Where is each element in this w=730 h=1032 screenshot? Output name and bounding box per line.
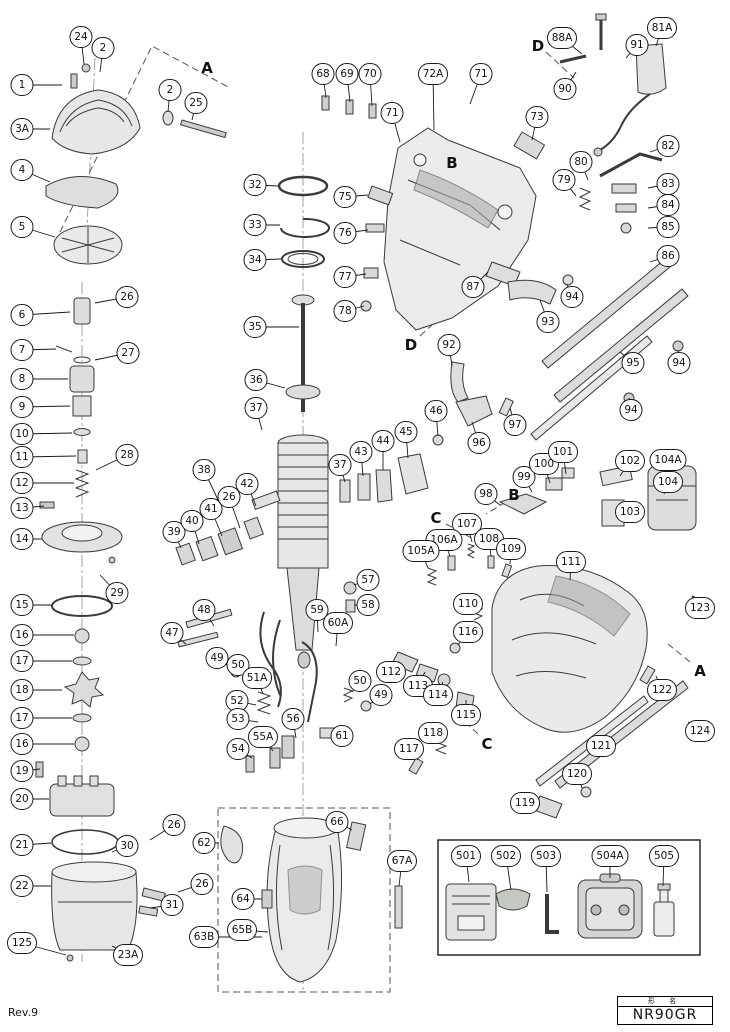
- driver-blade: [285, 294, 321, 412]
- accessories-box: [437, 839, 701, 956]
- fan-and-washers: [63, 628, 105, 752]
- bearing-holder: [41, 521, 123, 564]
- model-name-label: 形 名: [618, 997, 712, 1007]
- guide-rails: [530, 254, 689, 441]
- revision-label: Rev.9: [8, 1006, 39, 1019]
- motor-housing: [51, 861, 166, 962]
- switch-parts: [498, 465, 633, 527]
- charger: [445, 883, 497, 941]
- safety-glasses: [495, 888, 531, 911]
- housing-ring: [51, 829, 119, 855]
- body-housing: [491, 565, 648, 733]
- title-block: 形 名 NR90GR: [617, 996, 713, 1025]
- oil-bottle: [653, 883, 675, 937]
- battery: [647, 465, 697, 531]
- motor-stator: [35, 761, 115, 817]
- hex-wrench: [545, 894, 559, 934]
- fan-guard: [53, 225, 123, 265]
- exhaust-cover: [45, 175, 119, 209]
- carrying-case: [577, 873, 643, 939]
- feeder-parts: [177, 608, 372, 773]
- model-number: NR90GR: [632, 1007, 698, 1023]
- wire-harness: [559, 13, 667, 234]
- pushing-lever-parts: [450, 261, 574, 427]
- lower-housing: [220, 817, 403, 983]
- piston-rings: [277, 175, 330, 268]
- head-cap-assembly: [51, 63, 227, 155]
- latch-parts: [175, 490, 281, 566]
- cylinder-assembly: [277, 434, 357, 669]
- armature-parts: [39, 297, 95, 509]
- guide-plate-parts: [339, 434, 444, 503]
- accessories: [437, 839, 701, 956]
- gasket-ring: [51, 595, 113, 617]
